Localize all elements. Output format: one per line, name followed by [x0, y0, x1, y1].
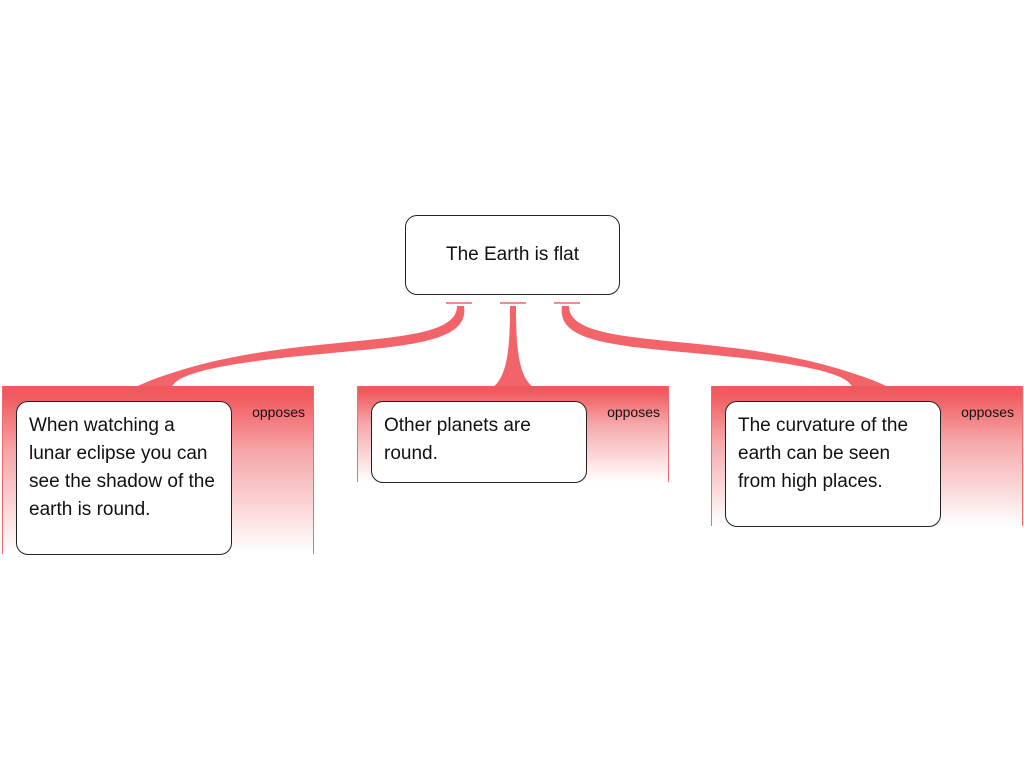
connector-right [561, 306, 888, 387]
relation-label: opposes [961, 404, 1014, 420]
connector-middle [493, 306, 533, 387]
objection-panel-3[interactable]: The curvature of the earth can be seen f… [711, 386, 1023, 527]
objection-panel-1[interactable]: When watching a lunar eclipse you can se… [2, 386, 314, 555]
objection-card-1[interactable]: When watching a lunar eclipse you can se… [16, 401, 232, 555]
claim-node[interactable]: The Earth is flat [405, 215, 620, 295]
objection-text: When watching a lunar eclipse you can se… [29, 415, 215, 520]
relation-label: opposes [607, 404, 660, 420]
objection-text: The curvature of the earth can be seen f… [738, 415, 909, 492]
objection-card-2[interactable]: Other planets are round. [371, 401, 587, 483]
claim-text: The Earth is flat [445, 244, 580, 265]
relation-label: opposes [252, 404, 305, 420]
objection-panel-2[interactable]: Other planets are round. opposes [357, 386, 669, 483]
objection-card-3[interactable]: The curvature of the earth can be seen f… [725, 401, 941, 527]
connector-left [136, 306, 465, 387]
objection-text: Other planets are round. [384, 415, 531, 464]
